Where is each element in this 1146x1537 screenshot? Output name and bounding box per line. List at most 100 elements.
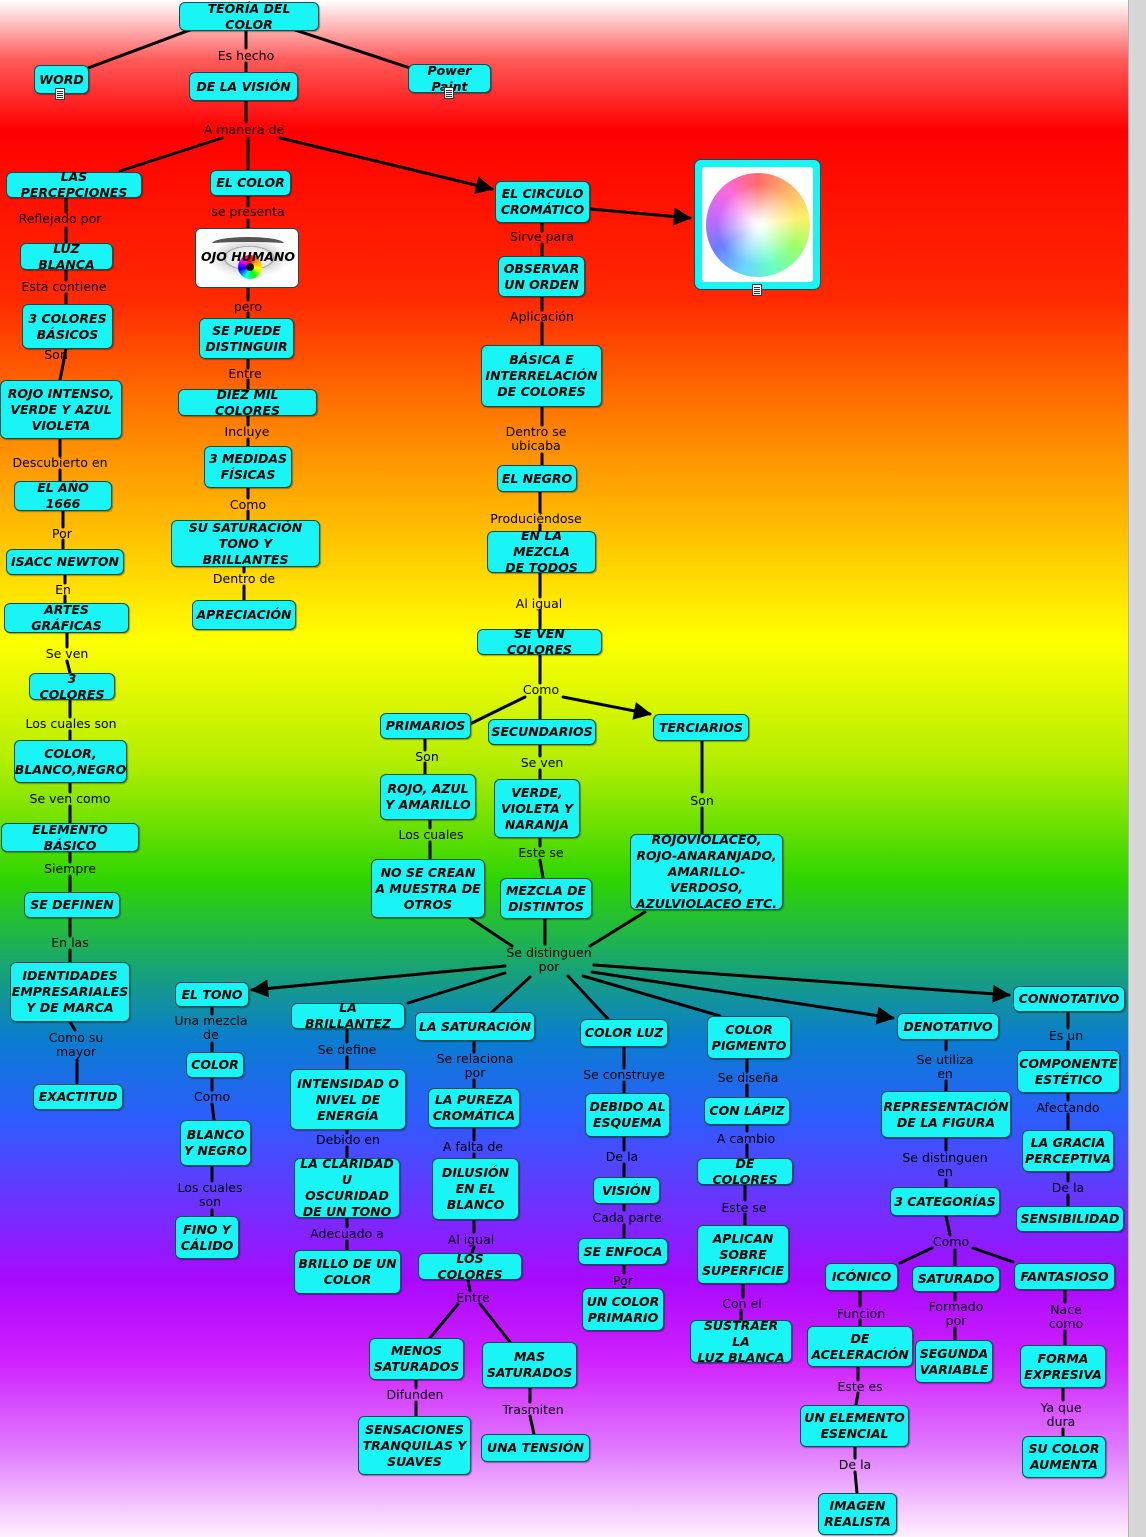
- node-fino-y-calido[interactable]: FINO Y CÁLIDO: [175, 1216, 239, 1259]
- node-la-saturacion[interactable]: LA SATURACIÓN: [415, 1012, 535, 1041]
- node-brillo-de-un-color[interactable]: BRILLO DE UN COLOR: [294, 1250, 401, 1294]
- node-word[interactable]: WORD: [34, 65, 89, 94]
- node-terciarios[interactable]: TERCIARIOS: [653, 714, 749, 741]
- link-label: Se define: [317, 1042, 377, 1057]
- node-secundarios[interactable]: SECUNDARIOS: [488, 719, 596, 745]
- node-3-colores-basicos[interactable]: 3 COLORES BÁSICOS: [22, 304, 113, 349]
- node-debido-al-esquema[interactable]: DEBIDO AL ESQUEMA: [585, 1093, 670, 1137]
- node-segunda-variable[interactable]: SEGUNDA VARIABLE: [915, 1340, 993, 1383]
- node-el-circulo-cromatico[interactable]: EL CIRCULO CROMÁTICO: [495, 181, 590, 223]
- color-wheel-attachment-icon[interactable]: [752, 284, 762, 296]
- node-3-medidas-fisicas[interactable]: 3 MEDIDAS FÍSICAS: [204, 446, 292, 488]
- node-el-color[interactable]: EL COLOR: [210, 170, 291, 196]
- node-observar-un-orden[interactable]: OBSERVAR UN ORDEN: [498, 256, 585, 297]
- link-label: Son: [690, 793, 714, 808]
- node-color-luz[interactable]: COLOR LUZ: [580, 1019, 668, 1047]
- node-la-gracia[interactable]: LA GRACIA PERCEPTIVA: [1022, 1130, 1114, 1172]
- node-color-pigmento[interactable]: COLOR PIGMENTO: [707, 1016, 791, 1059]
- node-en-la-mezcla[interactable]: EN LA MEZCLA DE TODOS: [487, 528, 596, 575]
- node-iconico[interactable]: ICÓNICO: [825, 1263, 898, 1291]
- node-exactitud[interactable]: EXACTITUD: [33, 1084, 123, 1110]
- node-apreciacion[interactable]: APRECIACIÓN: [192, 600, 296, 630]
- node-su-saturacion[interactable]: SU SATURACIÓN TONO Y BRILLANTES: [171, 520, 320, 567]
- node-color-blanco-negro[interactable]: COLOR, BLANCO,NEGRO: [14, 740, 127, 783]
- node-rojovioleta[interactable]: ROJOVIOLACEO, ROJO-ANARANJADO, AMARILLO-…: [630, 832, 783, 911]
- node-teoria-del-color[interactable]: TEORÍA DEL COLOR: [179, 1, 319, 32]
- node-basica-interrelacion[interactable]: BÁSICA E INTERRELACIÓN DE COLORES: [481, 345, 602, 407]
- node-un-color-primario[interactable]: UN COLOR PRIMARIO: [582, 1288, 664, 1331]
- node-3-colores[interactable]: 3 COLORES: [29, 671, 115, 702]
- color-wheel-image[interactable]: [694, 159, 821, 290]
- node-fantasioso[interactable]: FANTASIOSO: [1014, 1263, 1115, 1290]
- node-menos-saturados[interactable]: MENOS SATURADOS: [369, 1338, 464, 1380]
- node-dilusion[interactable]: DILUSIÓN EN EL BLANCO: [432, 1158, 519, 1220]
- node-connotativo[interactable]: CONNOTATIVO: [1013, 986, 1125, 1012]
- node-las-percepciones[interactable]: LAS PERCEPCIONES: [6, 169, 142, 200]
- node-no-se-crean[interactable]: NO SE CREAN A MUESTRA DE OTROS: [371, 859, 485, 918]
- link-label: Se relaciona por: [436, 1051, 514, 1080]
- node-un-elemento-esencial[interactable]: UN ELEMENTO ESENCIAL: [800, 1405, 909, 1447]
- node-con-lapiz[interactable]: CON LÁPIZ: [704, 1097, 790, 1125]
- word-attachment-icon[interactable]: [55, 88, 65, 100]
- node-elemento-basico[interactable]: ELEMENTO BÁSICO: [1, 822, 139, 853]
- node-componente-estetico[interactable]: COMPONENTE ESTÉTICO: [1017, 1050, 1120, 1093]
- node-de-colores[interactable]: DE COLORES: [697, 1156, 793, 1187]
- node-los-colores[interactable]: LOS COLORES: [418, 1251, 522, 1282]
- node-el-anio-1666[interactable]: EL AÑO 1666: [14, 480, 112, 511]
- node-diez-mil-colores[interactable]: DIEZ MIL COLORES: [178, 387, 317, 418]
- link-label: Siempre: [44, 861, 96, 876]
- link-label: Se ven: [520, 755, 564, 770]
- node-la-claridad[interactable]: LA CLARIDAD U OSCURIDAD DE UN TONO: [294, 1156, 400, 1219]
- node-verde-violeta-naranja[interactable]: VERDE, VIOLETA Y NARANJA: [494, 779, 580, 838]
- node-color[interactable]: COLOR: [186, 1052, 244, 1078]
- link-label: Al igual: [515, 596, 563, 611]
- node-identidades[interactable]: IDENTIDADES EMPRESARIALES Y DE MARCA: [10, 962, 130, 1022]
- node-se-ven-colores[interactable]: SE VEN COLORES: [477, 626, 602, 657]
- node-de-la-vision[interactable]: DE LA VISIÓN: [189, 72, 298, 101]
- node-3-categorias[interactable]: 3 CATEGORÍAS: [890, 1187, 1000, 1216]
- node-mezcla-de-distintos[interactable]: MEZCLA DE DISTINTOS: [500, 878, 592, 919]
- node-ojo-humano: OJO HUMANO: [200, 249, 296, 264]
- link-label: A manera de: [203, 122, 285, 137]
- node-se-enfoca[interactable]: SE ENFOCA: [578, 1238, 668, 1265]
- node-sensibilidad[interactable]: SENSIBILIDAD: [1016, 1206, 1124, 1232]
- node-representacion[interactable]: REPRESENTACIÓN DE LA FIGURA: [881, 1091, 1011, 1138]
- node-la-pureza[interactable]: LA PUREZA CROMÁTICA: [428, 1088, 520, 1128]
- link-label: De la: [1051, 1180, 1085, 1195]
- node-imagen-realista[interactable]: IMAGEN REALISTA: [818, 1493, 897, 1535]
- node-mas-saturados[interactable]: MAS SATURADOS: [482, 1342, 577, 1388]
- node-vision[interactable]: VISIÓN: [593, 1177, 660, 1204]
- vertical-scrollbar[interactable]: [1128, 0, 1146, 1537]
- link-label: Aplicación: [510, 309, 574, 324]
- node-sensaciones[interactable]: SENSACIONES TRANQUILAS Y SUAVES: [358, 1416, 471, 1475]
- node-se-puede-distinguir[interactable]: SE PUEDE DISTINGUIR: [199, 318, 294, 359]
- link-label: Afectando: [1036, 1100, 1100, 1115]
- node-el-tono[interactable]: EL TONO: [175, 982, 249, 1007]
- node-isacc-newton[interactable]: ISACC NEWTON: [6, 549, 124, 575]
- eye-image[interactable]: OJO HUMANO: [195, 228, 299, 288]
- link-label: Debido en: [316, 1132, 380, 1147]
- node-una-tension[interactable]: UNA TENSIÓN: [481, 1434, 590, 1462]
- node-su-color-aumenta[interactable]: SU COLOR AUMENTA: [1022, 1436, 1106, 1478]
- node-la-brillantez[interactable]: LA BRILLANTEZ: [291, 1000, 405, 1031]
- node-el-negro[interactable]: EL NEGRO: [497, 465, 577, 492]
- node-denotativo[interactable]: DENOTATIVO: [897, 1013, 999, 1040]
- link-label: Sirve para: [509, 229, 575, 244]
- node-rojo-azul-amarillo[interactable]: ROJO, AZUL Y AMARILLO: [380, 774, 476, 820]
- node-de-aceleracion[interactable]: DE ACELERACIÓN: [807, 1326, 913, 1367]
- node-primarios[interactable]: PRIMARIOS: [380, 713, 471, 739]
- node-sustraer-la-luz[interactable]: SUSTRAER LA LUZ BLANCA: [690, 1318, 792, 1365]
- node-artes-graficas[interactable]: ARTES GRÁFICAS: [4, 602, 129, 633]
- node-saturado[interactable]: SATURADO: [912, 1266, 1000, 1292]
- node-blanco-y-negro[interactable]: BLANCO Y NEGRO: [180, 1120, 251, 1166]
- power-paint-attachment-icon[interactable]: [444, 87, 454, 99]
- node-forma-expresiva[interactable]: FORMA EXPRESIVA: [1020, 1345, 1106, 1388]
- node-se-definen[interactable]: SE DEFINEN: [24, 892, 120, 918]
- node-rojo-intenso[interactable]: ROJO INTENSO, VERDE Y AZUL VIOLETA: [0, 380, 122, 439]
- color-wheel-icon: [706, 173, 810, 277]
- node-luz-blanca[interactable]: LUZ BLANCA: [20, 241, 113, 272]
- node-aplican-sobre-superficie[interactable]: APLICAN SOBRE SUPERFICIE: [697, 1225, 789, 1284]
- node-intensidad[interactable]: INTENSIDAD O NIVEL DE ENERGÍA: [290, 1069, 406, 1130]
- link-label: Dentro de: [212, 571, 276, 586]
